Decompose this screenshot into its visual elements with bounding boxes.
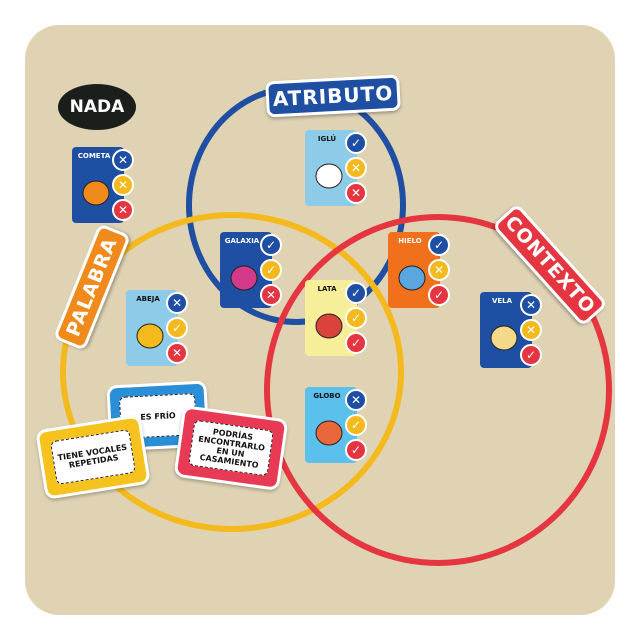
cross-icon: ✕ — [112, 199, 134, 221]
word-clue-text: TIENE VOCALES REPETIDAS — [49, 428, 137, 486]
card-name: IGLÚ — [317, 135, 337, 143]
card-abeja[interactable]: ABEJA ✕ ✓ ✕ — [126, 290, 188, 366]
check-icon: ✓ — [260, 259, 282, 281]
cross-icon: ✕ — [260, 284, 282, 306]
check-icon: ✓ — [428, 284, 450, 306]
card-name: ABEJA — [136, 295, 160, 303]
context-circle — [264, 214, 612, 566]
cross-icon: ✕ — [112, 149, 134, 171]
check-icon: ✓ — [345, 132, 367, 154]
check-icon: ✓ — [345, 332, 367, 354]
card-hielo[interactable]: HIELO ✓ ✕ ✓ — [388, 232, 450, 308]
card-illustration — [396, 256, 428, 294]
check-icon: ✓ — [260, 234, 282, 256]
check-icon: ✓ — [345, 414, 367, 436]
cross-icon: ✕ — [428, 259, 450, 281]
cross-icon: ✕ — [345, 157, 367, 179]
card-lata[interactable]: LATA ✓ ✓ ✓ — [305, 280, 367, 356]
check-icon: ✓ — [345, 307, 367, 329]
cross-icon: ✕ — [166, 342, 188, 364]
card-illustration — [488, 316, 520, 354]
card-galaxia[interactable]: GALAXIA ✓ ✓ ✕ — [220, 232, 282, 308]
check-icon: ✓ — [345, 282, 367, 304]
cross-icon: ✕ — [166, 292, 188, 314]
check-icon: ✓ — [428, 234, 450, 256]
cross-icon: ✕ — [345, 389, 367, 411]
card-name: GLOBO — [313, 392, 341, 400]
cross-icon: ✕ — [520, 294, 542, 316]
cross-icon: ✕ — [345, 182, 367, 204]
check-icon: ✓ — [520, 344, 542, 366]
check-icon: ✓ — [166, 317, 188, 339]
card-illustration — [134, 314, 166, 352]
card-illustration — [313, 154, 345, 192]
card-illustration — [228, 256, 260, 294]
card-name: HIELO — [398, 237, 422, 245]
card-vela[interactable]: VELA ✕ ✕ ✓ — [480, 292, 542, 368]
cross-icon: ✕ — [112, 174, 134, 196]
check-icon: ✓ — [345, 439, 367, 461]
attribute-label: ATRIBUTO — [265, 74, 401, 118]
card-illustration — [313, 411, 345, 449]
card-name: GALAXIA — [224, 237, 260, 245]
nothing-label: NADA — [58, 84, 136, 130]
card-name: VELA — [491, 297, 513, 305]
card-iglú[interactable]: IGLÚ ✓ ✕ ✕ — [305, 130, 367, 206]
cross-icon: ✕ — [520, 319, 542, 341]
card-name: LATA — [317, 285, 337, 293]
context-clue-card[interactable]: PODRÍAS ENCONTRARLO EN UN CASAMIENTO — [173, 404, 289, 492]
context-clue-text: PODRÍAS ENCONTRARLO EN UN CASAMIENTO — [188, 419, 274, 477]
card-cometa[interactable]: COMETA ✕ ✕ ✕ — [72, 147, 134, 223]
card-illustration — [80, 171, 112, 209]
card-globo[interactable]: GLOBO ✕ ✓ ✓ — [305, 387, 367, 463]
card-name: COMETA — [77, 152, 111, 160]
card-illustration — [313, 304, 345, 342]
